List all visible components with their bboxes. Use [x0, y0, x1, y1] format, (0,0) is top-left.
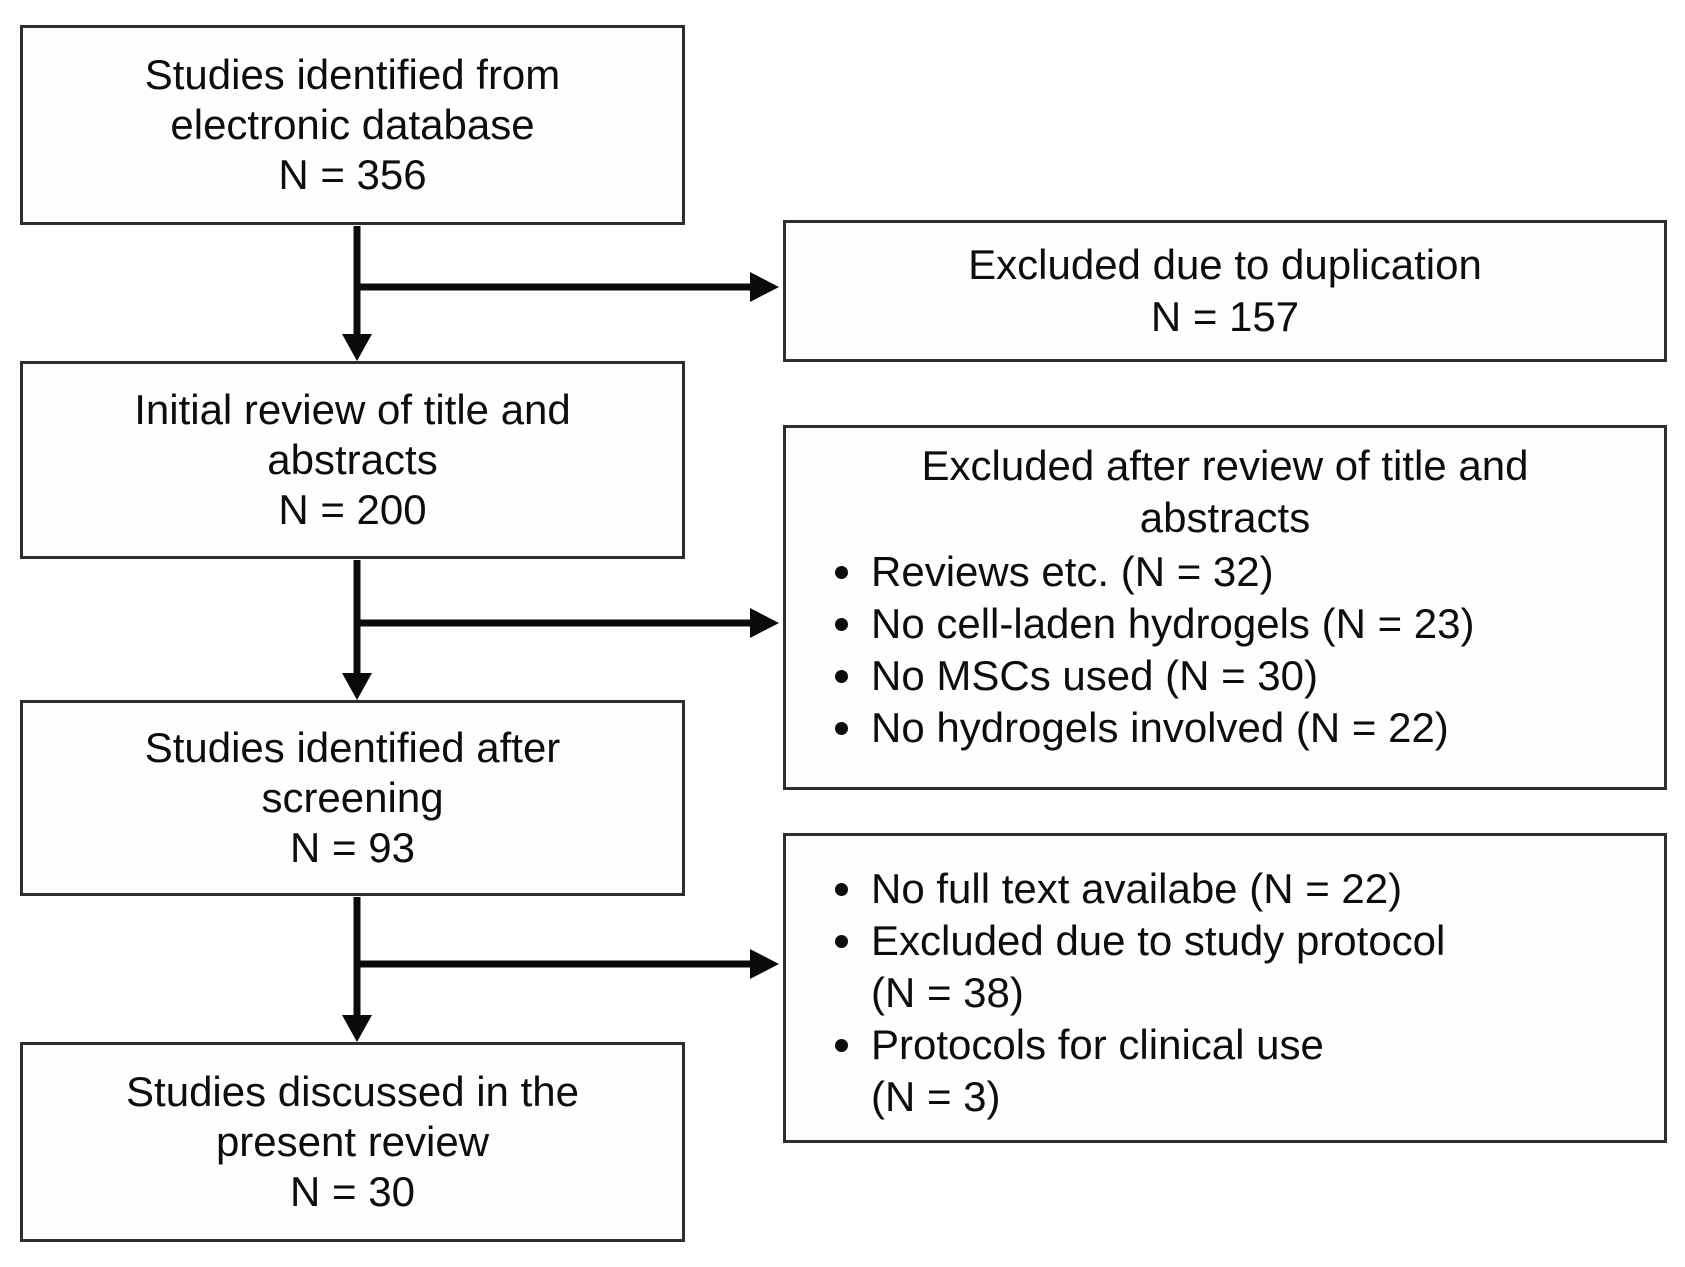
exclusion-bullet: Excluded due to study protocol (N = 38) — [835, 915, 1634, 1019]
bullet-text: No MSCs used (N = 30) — [871, 650, 1634, 702]
exclusion-node-title-abstract: Excluded after review of title and abstr… — [783, 425, 1667, 790]
bullet-text-line: Reviews etc. (N = 32) — [871, 548, 1274, 595]
bullet-text-line: (N = 3) — [871, 1073, 1001, 1120]
exclusion-heading-line: Excluded due to duplication — [968, 241, 1482, 288]
exclusion-bullet: No cell-laden hydrogels (N = 23) — [835, 598, 1634, 650]
exclusion-heading: Excluded due to duplication N = 157 — [786, 239, 1664, 343]
exclusion-heading-line: Excluded after review of title and — [921, 442, 1529, 489]
bullet-text: No full text availabe (N = 22) — [871, 863, 1634, 915]
exclusion-bullet: No full text availabe (N = 22) — [835, 863, 1634, 915]
arrow-branch-to-title-abstract-exclusions — [354, 608, 779, 638]
flow-node-text-line: abstracts — [267, 436, 438, 483]
flow-node-count: N = 93 — [290, 824, 415, 871]
exclusion-heading: Excluded after review of title and abstr… — [786, 428, 1664, 544]
bullet-text-line: No cell-laden hydrogels (N = 23) — [871, 600, 1475, 647]
bullet-dot-icon — [835, 722, 848, 735]
bullet-text: Protocols for clinical use (N = 3) — [871, 1019, 1634, 1123]
flow-node-identified: Studies identified from electronic datab… — [20, 25, 685, 225]
bullet-text: No cell-laden hydrogels (N = 23) — [871, 598, 1634, 650]
bullet-dot-icon — [835, 883, 848, 896]
bullet-dot-icon — [835, 566, 848, 579]
arrow-branch-to-duplication — [354, 272, 779, 302]
arrow-head-icon — [342, 1015, 372, 1042]
bullet-text-line: (N = 38) — [871, 969, 1024, 1016]
exclusion-bullet: No hydrogels involved (N = 22) — [835, 702, 1634, 754]
flow-node-text-line: electronic database — [170, 101, 535, 148]
exclusion-node-fulltext: No full text availabe (N = 22) Excluded … — [783, 833, 1667, 1143]
flow-node-initial-review: Initial review of title and abstracts N … — [20, 361, 685, 559]
exclusion-bullet-list: No full text availabe (N = 22) Excluded … — [786, 838, 1664, 1123]
bullet-text-line: No MSCs used (N = 30) — [871, 652, 1318, 699]
flow-node-screening: Studies identified after screening N = 9… — [20, 700, 685, 896]
arrow-head-icon — [342, 673, 372, 700]
bullet-text: Reviews etc. (N = 32) — [871, 546, 1634, 598]
bullet-dot-icon — [835, 1039, 848, 1052]
arrow-branch-to-fulltext-exclusions — [354, 949, 779, 979]
flow-node-count: N = 356 — [278, 151, 427, 198]
arrow-initial-review-to-screening — [342, 560, 372, 700]
arrow-head-icon — [750, 949, 779, 979]
exclusion-bullet: No MSCs used (N = 30) — [835, 650, 1634, 702]
bullet-dot-icon — [835, 670, 848, 683]
arrow-head-icon — [750, 608, 779, 638]
flow-node-text-line: screening — [261, 774, 444, 821]
arrow-head-icon — [342, 334, 372, 361]
flow-node-text-line: Studies identified after — [144, 724, 561, 771]
flow-node-text-line: present review — [215, 1118, 490, 1165]
bullet-text: No hydrogels involved (N = 22) — [871, 702, 1634, 754]
flow-node-count: N = 30 — [290, 1168, 415, 1215]
arrow-identified-to-initial-review — [342, 226, 372, 361]
exclusion-count: N = 157 — [1150, 293, 1300, 340]
bullet-text: Excluded due to study protocol (N = 38) — [871, 915, 1634, 1019]
bullet-text-line: Protocols for clinical use — [871, 1021, 1324, 1068]
arrow-screening-to-included — [342, 897, 372, 1042]
arrow-head-icon — [750, 272, 779, 302]
flow-node-text-line: Studies identified from — [144, 51, 561, 98]
flow-node-text-line: Initial review of title and — [134, 386, 571, 433]
bullet-text-line: No full text availabe (N = 22) — [871, 865, 1403, 912]
flow-node-text-line: Studies discussed in the — [126, 1068, 579, 1115]
flow-node-included: Studies discussed in the present review … — [20, 1042, 685, 1242]
bullet-text-line: Excluded due to study protocol — [871, 917, 1446, 964]
exclusion-bullet-list: Reviews etc. (N = 32) No cell-laden hydr… — [786, 546, 1664, 754]
exclusion-node-duplication: Excluded due to duplication N = 157 — [783, 220, 1667, 362]
exclusion-bullet: Protocols for clinical use (N = 3) — [835, 1019, 1634, 1123]
bullet-dot-icon — [835, 618, 848, 631]
flow-node-count: N = 200 — [278, 486, 427, 533]
exclusion-heading-line: abstracts — [1139, 494, 1311, 541]
exclusion-bullet: Reviews etc. (N = 32) — [835, 546, 1634, 598]
bullet-text-line: No hydrogels involved (N = 22) — [871, 704, 1449, 751]
bullet-dot-icon — [835, 935, 848, 948]
